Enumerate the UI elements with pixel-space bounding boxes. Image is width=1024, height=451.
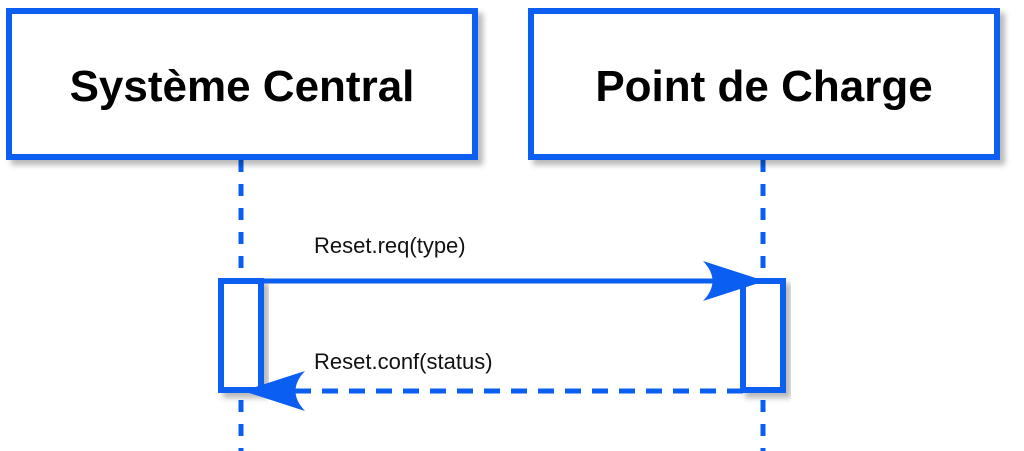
activation-central [218,278,264,393]
message-response-arrowhead [243,371,305,411]
message-response-label: Reset.conf(status) [314,349,493,374]
activation-charge [740,278,786,393]
message-request: Reset.req(type) [261,233,765,301]
participant-box-charge [528,8,1000,160]
message-request-arrowhead [703,261,765,301]
participant-label-charge: Point de Charge [595,62,932,111]
message-response: Reset.conf(status) [243,349,743,411]
message-request-label: Reset.req(type) [314,233,466,258]
participant-label-central: Système Central [70,62,415,111]
participant-box-central [6,8,478,160]
participant-central: Système Central [6,8,478,160]
participant-charge: Point de Charge [528,8,1000,160]
